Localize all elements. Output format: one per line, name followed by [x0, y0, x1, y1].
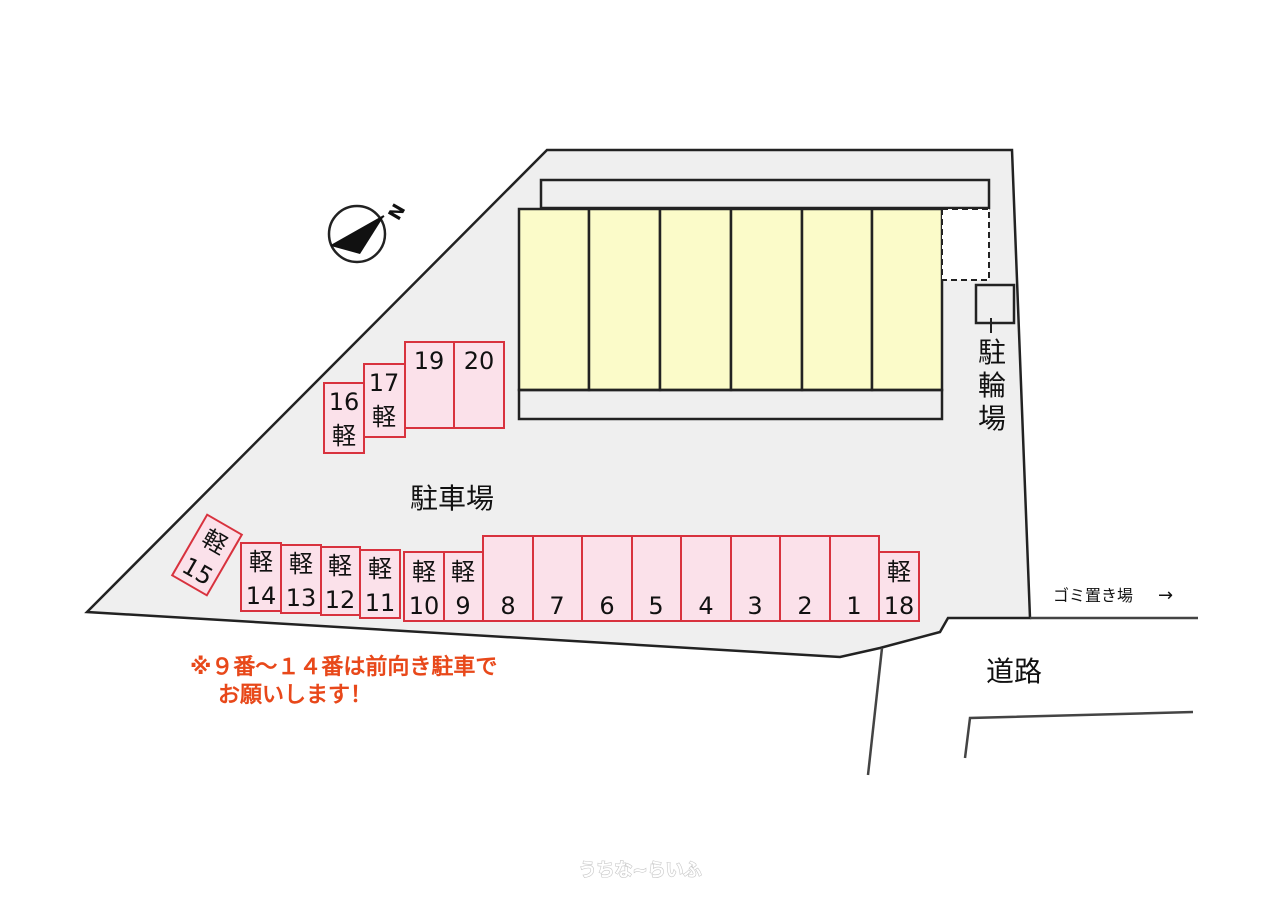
bottom-kei-group: 軽 10 軽 9 [403, 551, 484, 622]
road-line-left [866, 647, 884, 776]
space-number-10: 10 [409, 592, 440, 620]
road-label: 道路 [986, 655, 1042, 688]
parking-space-15: 軽 15 [170, 513, 244, 597]
space-kei-17: 軽 [372, 403, 396, 431]
building-units [517, 207, 944, 392]
space-number-9: 9 [455, 592, 470, 620]
space-number-19: 19 [414, 347, 445, 375]
parking-space-14 [240, 542, 282, 612]
building-unit [517, 207, 591, 392]
space-number-8: 8 [500, 592, 515, 620]
building-bottom-strip [517, 388, 944, 421]
parking-space-6 [581, 535, 633, 622]
space-number-2: 2 [797, 592, 812, 620]
space-number-13: 13 [286, 584, 317, 612]
space-number-17: 17 [369, 369, 400, 397]
parking-space-2 [779, 535, 831, 622]
building-unit [729, 207, 804, 392]
garbage-label: ゴミ置き場 [1053, 586, 1133, 605]
north-label: N [385, 200, 411, 224]
space-number-3: 3 [747, 592, 762, 620]
space-number-4: 4 [698, 592, 713, 620]
watermark: うちな~らいふ [578, 860, 701, 881]
bicycle-parking-label-3: 場 [978, 402, 1006, 435]
top-parking-group: 16 軽 17 軽 19 20 [323, 341, 505, 454]
parking-space-5 [631, 535, 682, 622]
space-number-7: 7 [549, 592, 564, 620]
note-line-2: お願いします！ [218, 683, 372, 708]
space-kei-12: 軽 [328, 552, 352, 580]
road-line-bottom [963, 710, 1194, 759]
space-kei-13: 軽 [289, 550, 313, 578]
note-line-1: ※９番～１４番は前向き駐車で [190, 654, 497, 680]
space-kei-14: 軽 [249, 548, 273, 576]
bottom-regular-group: 8 7 6 5 4 3 2 1 [482, 535, 880, 622]
garbage-arrow: → [1158, 585, 1173, 606]
building-unit [658, 207, 733, 392]
parking-area-label: 駐車場 [410, 482, 494, 515]
building-unit [587, 207, 662, 392]
space-number-14: 14 [246, 582, 277, 610]
parking-space-19 [404, 341, 455, 429]
parking-space-7 [532, 535, 583, 622]
bicycle-parking-label-2: 輪 [978, 369, 1006, 402]
parking-space-9 [443, 551, 484, 622]
space-kei-18: 軽 [887, 558, 911, 586]
building-dashed-area [941, 208, 990, 281]
space-kei-9: 軽 [451, 558, 475, 586]
space-number-6: 6 [599, 592, 614, 620]
space-number-20: 20 [464, 347, 495, 375]
space-kei-11: 軽 [368, 555, 392, 583]
bottom-kei-low-group: 軽 14 軽 13 軽 12 軽 11 [240, 542, 401, 619]
space-number-11: 11 [365, 589, 396, 617]
parking-space-17 [363, 363, 406, 438]
building-unit [800, 207, 874, 392]
parking-space-18 [878, 551, 920, 622]
space-number-18: 18 [884, 592, 915, 620]
parking-space-8 [482, 535, 534, 622]
space-number-1: 1 [846, 592, 861, 620]
building-unit [870, 207, 944, 392]
parking-space-20 [453, 341, 505, 429]
parking-space-3 [730, 535, 781, 622]
parking-space-11 [359, 549, 401, 619]
parking-space-12 [320, 546, 361, 616]
space-kei-16: 軽 [332, 422, 356, 450]
space-number-12: 12 [325, 586, 356, 614]
parking-space-15-box [170, 513, 244, 597]
space-kei-10: 軽 [412, 558, 436, 586]
bicycle-parking-box [974, 283, 1016, 325]
bicycle-parking-label-1: 駐 [978, 336, 1006, 369]
parking-space-4 [680, 535, 732, 622]
space-number-5: 5 [648, 592, 663, 620]
space-number-16: 16 [329, 388, 360, 416]
parking-space-1 [829, 535, 880, 622]
north-compass-icon: N [327, 200, 411, 264]
parking-space-16 [323, 382, 365, 454]
